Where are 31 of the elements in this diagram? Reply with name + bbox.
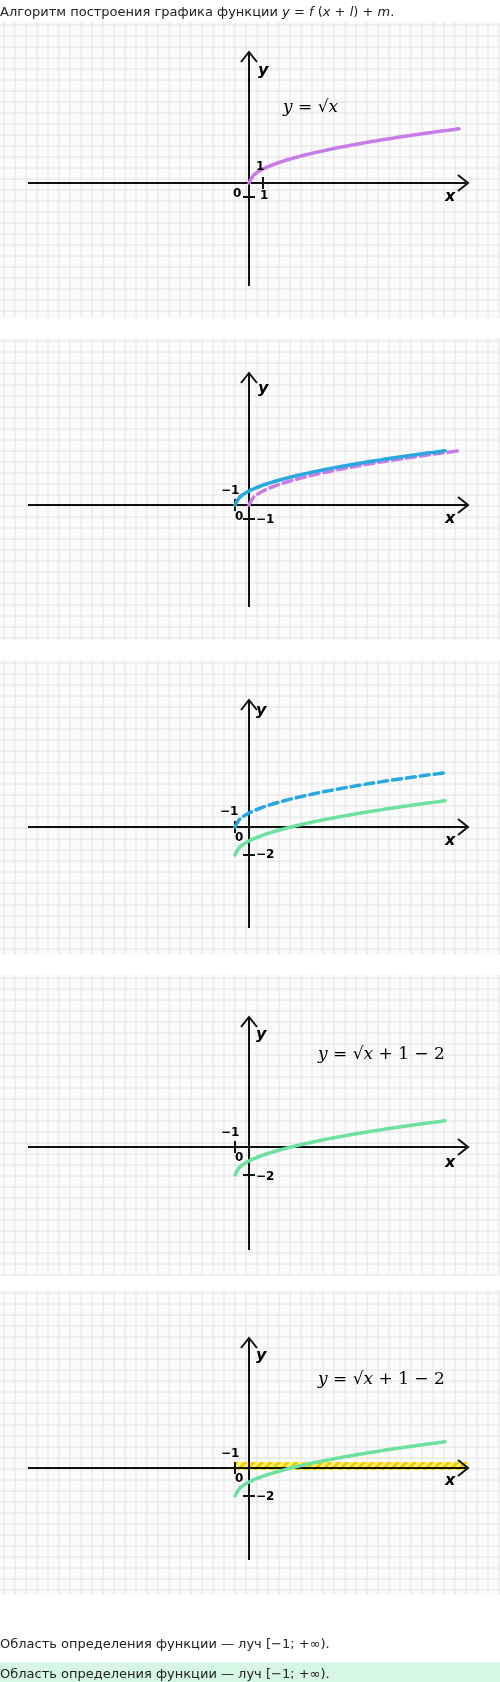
formula: y = √x + 1 − 2 — [318, 1045, 445, 1062]
tick-label: −1 — [221, 1447, 240, 1459]
answer-text: Область определения функции — луч [−1; +∞). — [0, 1662, 500, 1682]
axis-label: y — [258, 62, 269, 78]
tick-label: 1 — [256, 160, 265, 172]
tick-label: 0 — [235, 831, 244, 843]
tick-label: −2 — [256, 848, 275, 860]
tick-label: 0 — [235, 510, 244, 522]
tick-label: 0 — [235, 1151, 244, 1163]
tick-label: 0 — [233, 187, 242, 199]
title: Алгоритм построения графика функции y = f (x + l) + m. — [0, 4, 395, 19]
tick-label: −1 — [221, 1126, 240, 1138]
axis-label: x — [445, 832, 456, 848]
formula: y = √x — [283, 98, 339, 115]
axis-label: x — [445, 1472, 456, 1488]
note-text: Область определения функции — луч [−1; +∞). — [0, 1637, 330, 1650]
tick-label: −1 — [221, 484, 240, 496]
tick-label: 1 — [260, 189, 269, 201]
axis-label: x — [445, 188, 456, 204]
axis-label: x — [445, 510, 456, 526]
tick-label: −1 — [220, 805, 239, 817]
axis-label: y — [256, 702, 267, 718]
axis-label: y — [258, 380, 269, 396]
tick-label: −1 — [256, 513, 275, 525]
tick-label: −2 — [256, 1170, 275, 1182]
formula: y = √x + 1 − 2 — [318, 1370, 445, 1387]
axis-label: x — [445, 1154, 456, 1170]
axis-label: y — [256, 1347, 267, 1363]
axis-label: y — [256, 1026, 267, 1042]
tick-label: 0 — [235, 1472, 244, 1484]
tick-label: −2 — [256, 1490, 275, 1502]
